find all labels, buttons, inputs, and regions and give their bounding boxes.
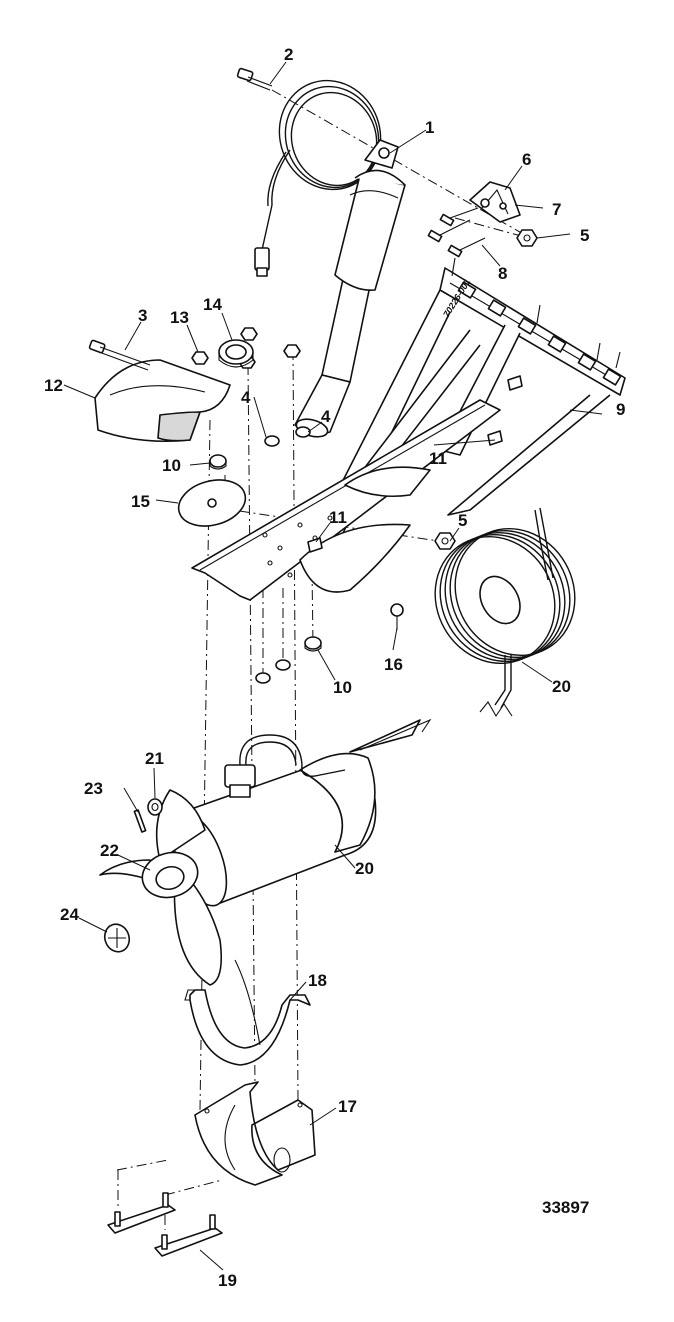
callout-15: 15 (131, 492, 150, 511)
callout-16: 16 (384, 655, 403, 674)
washer-part-21 (147, 798, 163, 816)
leader-lines (63, 61, 603, 1271)
alignment-lines (116, 89, 526, 1230)
callout-13: 13 (170, 308, 189, 327)
washers-part-4 (264, 426, 311, 447)
callout-17: 17 (338, 1097, 357, 1116)
callout-10-upper: 10 (162, 456, 181, 475)
callout-5-upper: 5 (580, 226, 589, 245)
callout-4-left: 4 (241, 388, 251, 407)
callout-11-lower: 11 (329, 508, 347, 527)
hinge-knuckles (457, 281, 622, 386)
nut-part-5-lower (434, 532, 456, 550)
motor-mount-plate (191, 399, 501, 601)
callout-2: 2 (284, 45, 293, 64)
callout-24: 24 (60, 905, 79, 924)
bumpers-part-10 (209, 454, 322, 684)
motor-part-20 (159, 718, 432, 907)
figure-number: 33897 (542, 1198, 589, 1217)
callout-20-upper: 20 (552, 677, 571, 696)
callout-4-right: 4 (321, 407, 331, 426)
cover-part-12 (94, 359, 231, 443)
callout-23: 23 (84, 779, 103, 798)
bolt-part-2 (236, 67, 273, 91)
callout-1: 1 (425, 118, 434, 137)
callout-18: 18 (308, 971, 327, 990)
callout-10-lower: 10 (333, 678, 352, 697)
strap-part-18 (184, 959, 311, 1066)
callout-22: 22 (100, 841, 119, 860)
callout-6: 6 (522, 150, 531, 169)
callout-12: 12 (44, 376, 63, 395)
nut-part-5-upper (516, 229, 538, 247)
callout-3: 3 (138, 306, 147, 325)
pin-part-23 (133, 809, 147, 833)
callout-19: 19 (218, 1271, 237, 1290)
callout-20-lower: 20 (355, 859, 374, 878)
bolt-part-3 (88, 339, 151, 371)
mount-bracket-parts-6-7 (469, 181, 521, 223)
lower-cable-part-20 (434, 507, 576, 718)
callout-21: 21 (145, 749, 164, 768)
callout-labels: 1 2 3 4 4 5 5 6 7 8 9 10 10 11 11 12 13 … (44, 45, 625, 1290)
clips-part-11 (307, 375, 523, 553)
callout-8: 8 (498, 264, 507, 283)
propeller-part-22 (99, 789, 223, 986)
callout-7: 7 (552, 200, 561, 219)
upper-power-cable (254, 79, 382, 277)
screws-part-8 (427, 207, 486, 258)
plates-part-19 (107, 1192, 223, 1257)
callout-5-lower: 5 (458, 511, 467, 530)
grommet-part-14 (218, 339, 254, 368)
nuts-part-13 (191, 327, 301, 369)
actuator-cylinder-part-1 (294, 139, 406, 438)
prop-nut-part-24 (103, 923, 131, 953)
clamp-part-17 (194, 1081, 316, 1186)
callout-11-upper: 11 (429, 449, 447, 468)
disc-part-15 (177, 479, 247, 527)
callout-14: 14 (203, 295, 222, 314)
pin-part-16 (390, 603, 404, 630)
callout-9: 9 (616, 400, 625, 419)
